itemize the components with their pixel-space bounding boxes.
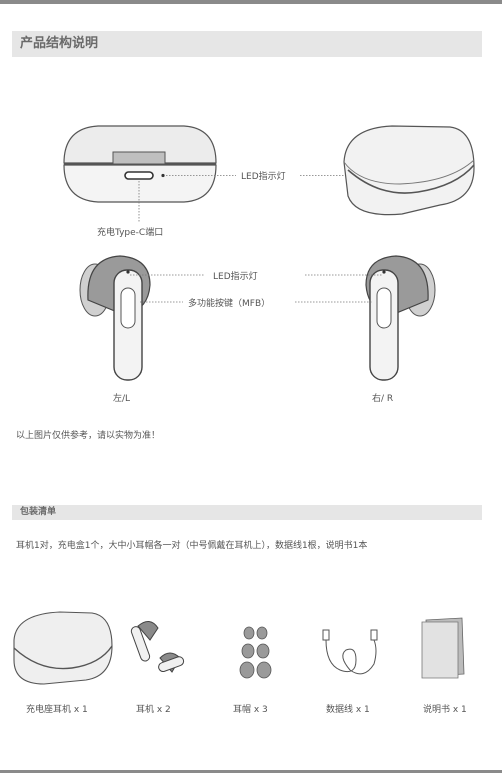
charging-case-side xyxy=(343,125,475,216)
package-earbuds-image xyxy=(130,621,185,673)
disclaimer-note: 以上图片仅供参考，请以实物为准！ xyxy=(16,431,161,441)
package-manual-image xyxy=(421,617,465,679)
section-title-package: 包装清单 xyxy=(12,505,482,520)
package-item-label: 耳机 x 2 xyxy=(136,705,171,715)
top-border xyxy=(0,0,502,4)
earbud-left xyxy=(79,255,151,381)
mfb-button-label: 多功能按键（MFB） xyxy=(188,299,271,309)
section-title-structure: 产品结构说明 xyxy=(12,31,482,57)
package-item-label: 充电座耳机 x 1 xyxy=(26,705,88,715)
led-indicator-case-label: LED指示灯 xyxy=(241,172,286,182)
earbud-right xyxy=(365,255,436,381)
package-item-label: 耳帽 x 3 xyxy=(233,705,268,715)
package-item-label: 数据线 x 1 xyxy=(326,705,370,715)
led-indicator-earbud-label: LED指示灯 xyxy=(213,272,258,282)
left-earbud-label: 左/L xyxy=(113,394,131,404)
charging-case-front xyxy=(63,125,217,203)
package-item-label: 说明书 x 1 xyxy=(423,705,467,715)
package-eartips-image xyxy=(239,626,272,679)
package-description: 耳机1对，充电盒1个，大中小耳帽各一对（中号佩戴在耳机上），数据线1根，说明书1… xyxy=(16,541,368,551)
typec-port-label: 充电Type-C端口 xyxy=(97,228,164,238)
package-cable-image xyxy=(322,629,378,675)
package-case-image xyxy=(13,611,113,685)
right-earbud-label: 右/ R xyxy=(372,394,394,404)
bottom-border xyxy=(0,770,502,773)
